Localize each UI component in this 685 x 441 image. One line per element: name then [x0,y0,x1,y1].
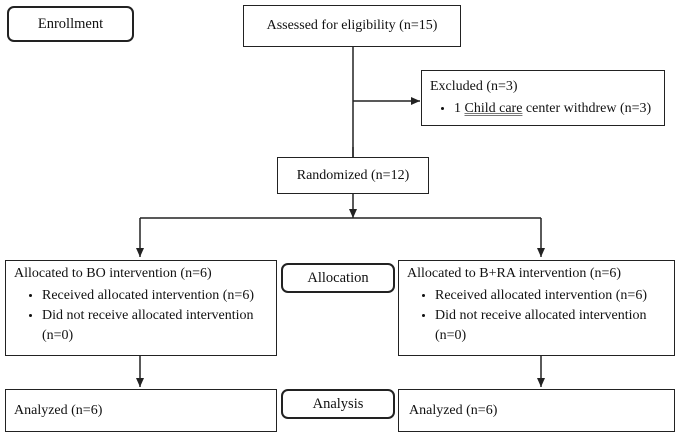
right-arm-list: Received allocated intervention (n=6) Di… [407,286,666,346]
left-arm-item: Did not receive allocated intervention (… [42,306,268,346]
assessed-box: Assessed for eligibility (n=15) [243,5,461,47]
right-arm-title: Allocated to B+RA intervention (n=6) [407,266,622,281]
left-arm-box: Allocated to BO intervention (n=6) Recei… [5,260,277,356]
excluded-item: 1 Child care center withdrew (n=3) [454,99,656,119]
child-care-link: Child care [464,101,523,116]
right-arm-item: Received allocated intervention (n=6) [435,286,666,306]
assessed-text: Assessed for eligibility (n=15) [266,18,438,33]
left-analyzed-box: Analyzed (n=6) [5,389,277,432]
right-arm-item: Did not receive allocated intervention (… [435,306,666,346]
enrollment-label: Enrollment [37,15,104,32]
left-arm-item: Received allocated intervention (n=6) [42,286,268,306]
excluded-box: Excluded (n=3) 1 Child care center withd… [421,70,665,126]
left-analyzed-text: Analyzed (n=6) [14,402,103,418]
randomized-box: Randomized (n=12) [277,157,429,194]
left-arm-list: Received allocated intervention (n=6) Di… [14,286,268,346]
randomized-text: Randomized (n=12) [296,167,410,183]
excluded-list: 1 Child care center withdrew (n=3) [430,99,656,119]
excluded-title: Excluded (n=3) [430,79,518,94]
right-analyzed-box: Analyzed (n=6) [398,389,675,432]
analysis-label: Analysis [312,395,364,412]
right-arm-box: Allocated to B+RA intervention (n=6) Rec… [398,260,675,356]
allocation-stage-label: Allocation [281,263,395,293]
right-analyzed-text: Analyzed (n=6) [409,402,498,418]
enrollment-stage-label: Enrollment [7,6,134,42]
left-arm-title: Allocated to BO intervention (n=6) [14,266,212,281]
allocation-label: Allocation [307,269,369,286]
analysis-stage-label: Analysis [281,389,395,419]
